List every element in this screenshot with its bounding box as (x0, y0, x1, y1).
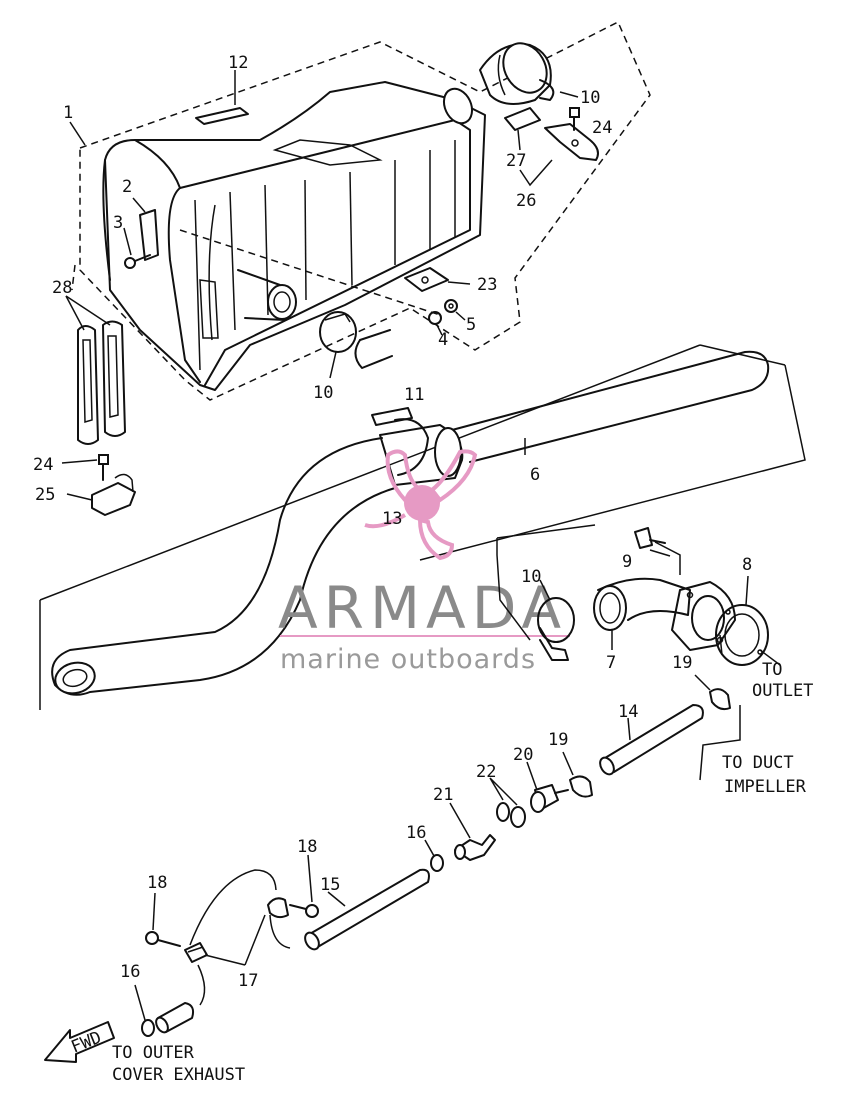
callout-3: 3 (113, 213, 123, 233)
leader-17b (204, 954, 246, 966)
hose-clamp-10-inlet (319, 311, 357, 379)
hose-15 (304, 868, 430, 951)
washer-5 (444, 299, 466, 321)
callout-2: 2 (122, 177, 132, 197)
callout-23: 23 (477, 275, 497, 295)
note-to-outlet-1: TO (762, 660, 782, 680)
callout-17: 17 (238, 971, 258, 991)
hose-clamp-16-lower (134, 984, 155, 1037)
routing-notes: TO OUTLET TO DUCT IMPELLER TO OUTER COVE… (112, 660, 813, 1085)
callout-1: 1 (63, 103, 73, 123)
callout-18-left: 18 (147, 873, 167, 893)
watermark-tagline: marine outboards (280, 644, 536, 675)
washers-22 (489, 777, 526, 828)
callout-12: 12 (228, 53, 248, 73)
callout-14: 14 (618, 702, 638, 722)
callout-18-right: 18 (297, 837, 317, 857)
callout-13: 13 (382, 509, 402, 529)
bracket-26 (519, 123, 599, 187)
bolt-24-top (569, 107, 580, 131)
note-to-outer-2: COVER EXHAUST (112, 1065, 245, 1085)
clip-leader-curve (189, 869, 277, 946)
callout-16-lower: 16 (120, 962, 140, 982)
nut-4 (428, 311, 443, 336)
callout-6: 6 (530, 465, 540, 485)
leader-17a (244, 914, 266, 966)
clip-leader-right (269, 914, 291, 949)
note-to-duct-2: IMPELLER (724, 777, 807, 797)
callout-10-middle: 10 (521, 567, 541, 587)
note-to-duct-1: TO DUCT (722, 753, 794, 773)
callout-19-right: 19 (672, 653, 692, 673)
bracket-25 (66, 473, 136, 516)
callout-16-upper: 16 (406, 823, 426, 843)
note-to-outlet-2: OUTLET (752, 681, 813, 701)
bracket-2 (132, 197, 159, 261)
callout-24-top: 24 (592, 118, 612, 138)
clip-leader-lower (197, 964, 206, 1006)
callout-11: 11 (404, 385, 424, 405)
sleeve-13 (379, 424, 464, 486)
fwd-label: FWD (68, 1028, 104, 1058)
callout-22: 22 (476, 762, 496, 782)
armada-logo: ARMADA marine outboards (278, 449, 570, 675)
outlet-elbow (479, 42, 552, 105)
hose-clamp-10-outlet (539, 79, 579, 101)
fitting-21 (449, 802, 496, 861)
callout-21: 21 (433, 785, 453, 805)
hose-lower (155, 1002, 195, 1034)
callout-25: 25 (35, 485, 55, 505)
callout-7: 7 (606, 653, 616, 673)
bolt-9 (634, 527, 671, 557)
muffler-assembly-boundary (71, 20, 651, 401)
exhaust-hose-6 (39, 344, 806, 710)
bracket-27 (504, 107, 541, 151)
gasket-8 (715, 575, 781, 666)
callout-24-left: 24 (33, 455, 53, 475)
callout-5: 5 (466, 315, 476, 335)
callout-26: 26 (516, 191, 536, 211)
rubber-pad-12 (195, 70, 249, 125)
watermark-brand: ARMADA (278, 574, 567, 642)
elbow-hose-7 (593, 577, 691, 650)
screw-18-right (289, 854, 319, 918)
note-to-outer-1: TO OUTER (112, 1043, 195, 1063)
bolt-24-left (61, 454, 109, 481)
duct-leader (699, 705, 741, 781)
hose-14 (599, 704, 704, 776)
clip-17-right (267, 897, 289, 919)
callout-28: 28 (52, 278, 72, 298)
outlet-group-boundary (496, 524, 723, 656)
joint-20 (526, 761, 569, 813)
muffler-box (102, 81, 486, 391)
callout-19-left: 19 (548, 730, 568, 750)
hose-clamp-11 (371, 407, 429, 476)
callout-10-top: 10 (580, 88, 600, 108)
callout-8: 8 (742, 555, 752, 575)
plate-23 (404, 267, 471, 292)
hose-clip-19-right (694, 674, 731, 711)
callout-labels: 1 2 3 4 5 6 7 8 9 10 10 10 11 12 13 14 1… (33, 53, 752, 991)
callout-9: 9 (622, 552, 632, 572)
hose-clamp-10-middle (537, 579, 575, 661)
callout-27: 27 (506, 151, 526, 171)
callout-4: 4 (438, 330, 448, 350)
hose-clip-19-left (562, 751, 593, 798)
fwd-arrow-icon: FWD (44, 1021, 115, 1063)
callout-10-inlet: 10 (313, 383, 333, 403)
hose-stub (354, 329, 393, 369)
screw-18-left (145, 892, 181, 947)
leader-bolt-path (179, 229, 441, 316)
bolt-3 (123, 227, 151, 269)
callout-15: 15 (320, 875, 340, 895)
rubber-straps-28 (65, 295, 126, 445)
callout-20: 20 (513, 745, 533, 765)
hose-clamp-16-upper (424, 839, 444, 872)
clip-17-left (184, 942, 208, 963)
